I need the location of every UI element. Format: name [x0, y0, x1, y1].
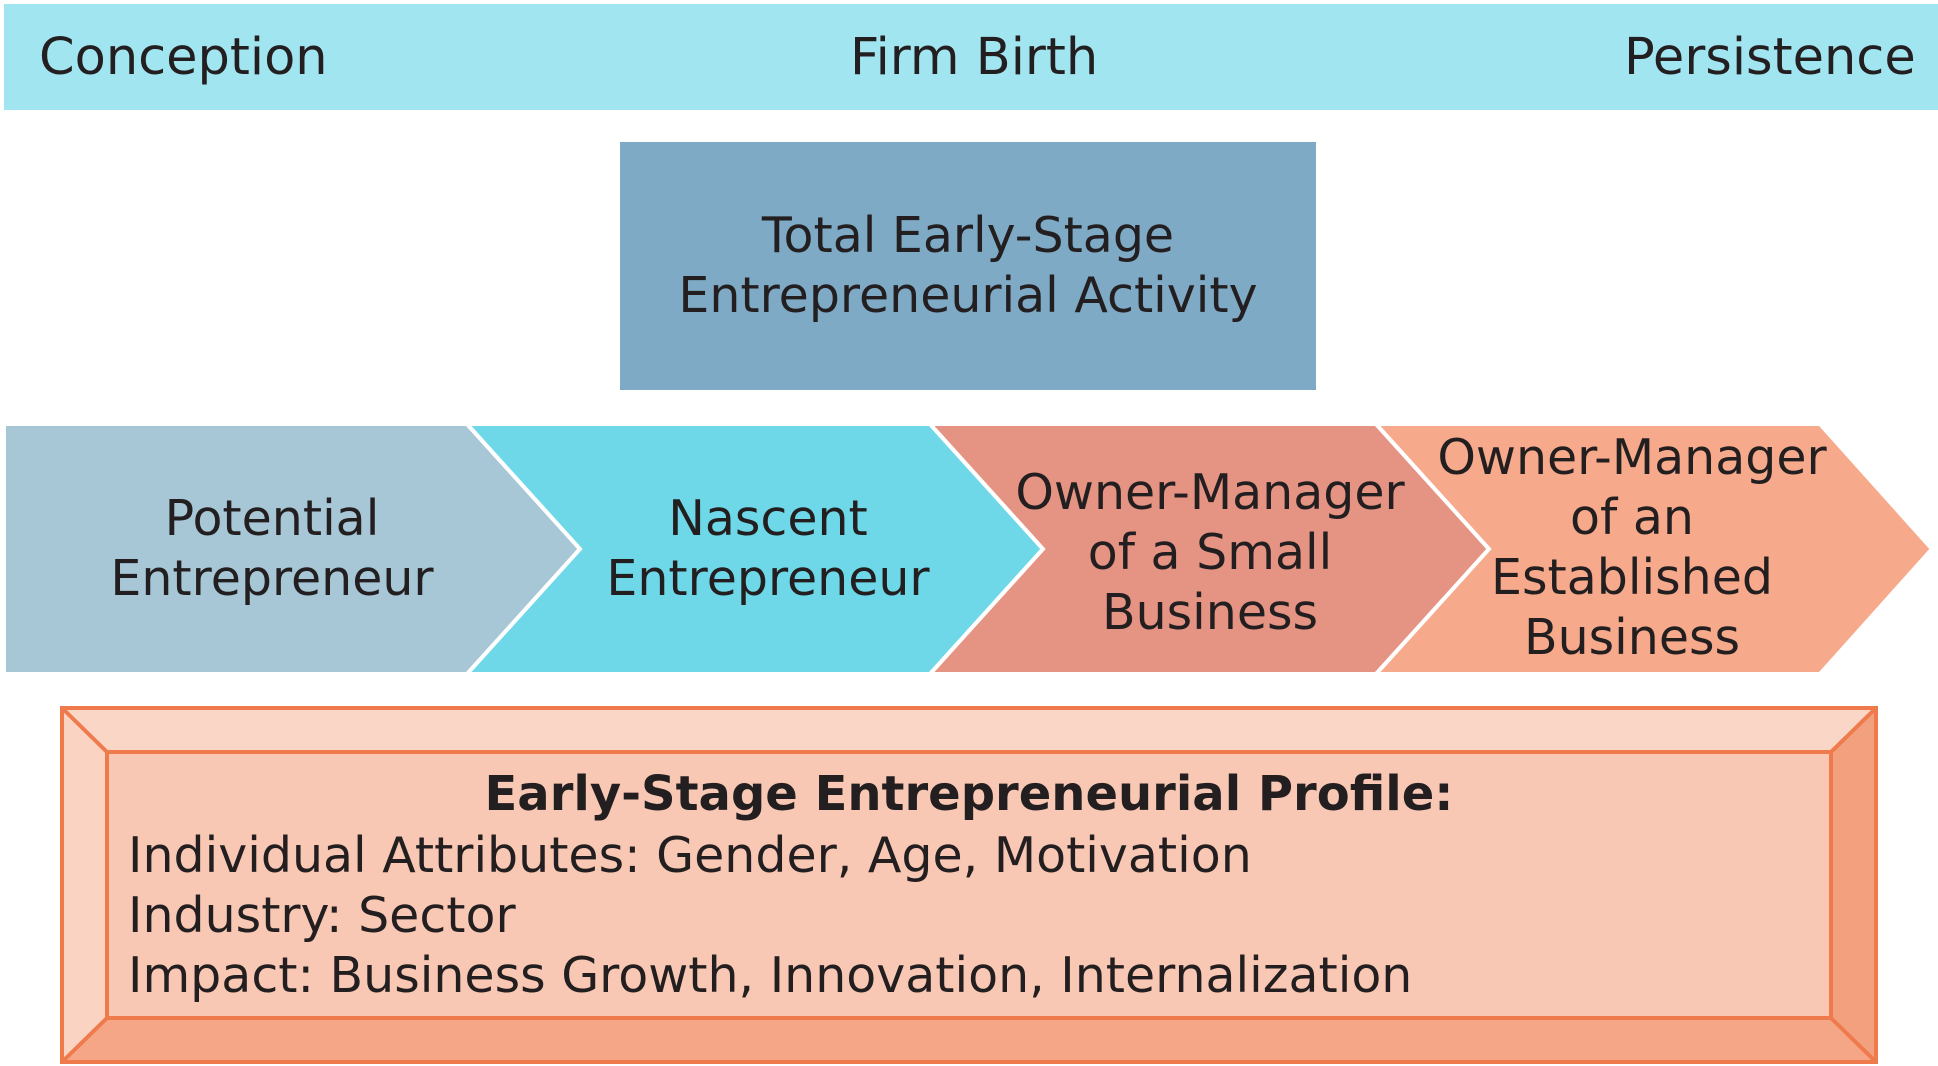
phase-label-line: Established: [1491, 549, 1773, 606]
phase-label-line: Business: [1523, 609, 1741, 666]
phase-label-line: Potential: [164, 490, 380, 547]
phase-label-line: of a Small: [1087, 524, 1333, 581]
profile-bevel-top: [62, 708, 1876, 752]
tea-box-line-2: Entrepreneurial Activity: [678, 267, 1258, 324]
phase-label-line: Nascent: [668, 490, 868, 547]
phase-label-line: Business: [1101, 584, 1319, 641]
stage-label-persistence: Persistence: [1624, 28, 1916, 87]
profile-face: [107, 752, 1831, 1018]
tea-box-line-1: Total Early-Stage: [761, 207, 1175, 264]
stage-label-firm-birth: Firm Birth: [850, 28, 1099, 87]
profile-title: Early-Stage Entrepreneurial Profile:: [484, 766, 1454, 822]
phase-label-established-business: Owner-Manager of an Established Business: [1382, 428, 1882, 668]
profile-line-impact: Impact: Business Growth, Innovation, Int…: [128, 947, 1413, 1004]
profile-line-individual-attributes: Individual Attributes: Gender, Age, Moti…: [128, 827, 1252, 884]
phase-label-potential: Potential Entrepreneur: [4, 424, 540, 674]
phase-label-nascent: Nascent Entrepreneur: [500, 424, 1036, 674]
stage-label-conception: Conception: [39, 28, 328, 87]
phase-label-line: Entrepreneur: [110, 550, 434, 607]
phase-label-line: Entrepreneur: [606, 550, 930, 607]
profile-bevel-bottom: [62, 1018, 1876, 1062]
phase-label-line: Owner-Manager: [1015, 464, 1405, 521]
phase-label-line: Owner-Manager: [1437, 429, 1827, 486]
phase-arrow-established-business: [1371, 422, 1935, 676]
profile-line-industry: Industry: Sector: [128, 887, 516, 944]
profile-bevel-left: [62, 708, 107, 1062]
profile-bevel-right: [1831, 708, 1876, 1062]
phase-label-small-business: Owner-Manager of a Small Business: [960, 448, 1460, 658]
tea-box: Total Early-Stage Entrepreneurial Activi…: [620, 142, 1316, 390]
phase-label-line: of an: [1570, 489, 1694, 546]
stage-bar: [4, 4, 1938, 110]
